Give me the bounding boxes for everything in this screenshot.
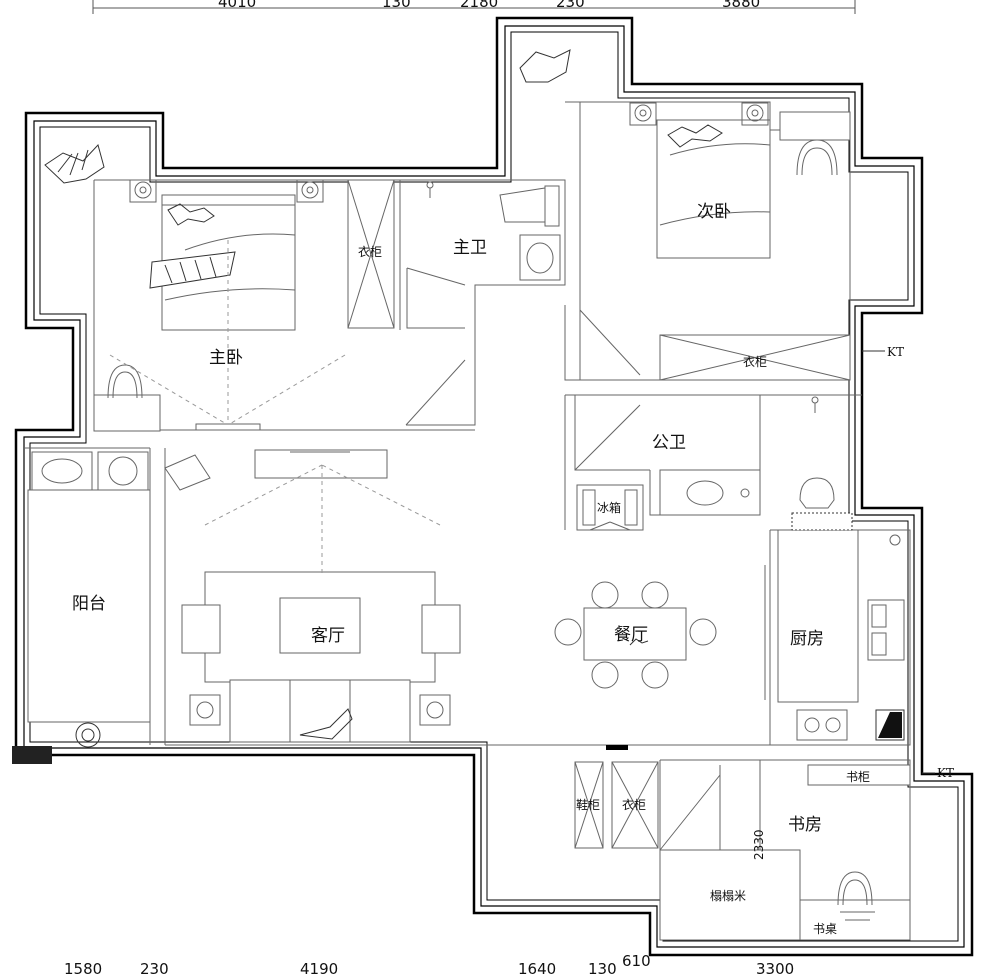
kt-markers: KT KT [862,345,954,780]
label-kitchen: 厨房 [790,629,824,649]
kt-marker-lower: KT [937,766,954,780]
label-public-bath: 公卫 [652,433,686,453]
dim-top-130: 130 [382,0,411,11]
top-dimension-line: 4010 130 2180 230 3880 [92,0,856,14]
label-fridge: 冰箱 [597,500,621,515]
second-bedroom-furniture [519,49,851,381]
living-set [164,449,461,743]
public-bath-fixtures [659,396,853,531]
room-labels: 主卧 主卫 次卧 公卫 阳台 客厅 餐厅 厨房 书房 [72,202,824,835]
tatami-platform [659,849,801,941]
kt-marker-upper: KT [887,345,904,359]
dim-top-230: 230 [556,0,585,11]
label-desk: 书桌 [813,922,837,936]
label-second-bedroom: 次卧 [697,202,731,222]
dim-top-4010: 4010 [218,0,256,11]
interior-walls [25,101,911,941]
label-second-wardrobe: 衣柜 [743,354,767,369]
balcony-fixtures [31,144,149,748]
dim-top-3880: 3880 [722,0,760,11]
label-master-bath: 主卫 [453,238,487,258]
label-tatami: 榻榻米 [710,889,746,903]
master-ceiling-lines [109,240,346,431]
entry-door-mark [606,745,628,750]
dim-bottom-1580: 1580 [64,960,102,974]
label-entry-wardrobe: 衣柜 [622,797,646,812]
dim-bottom-1640: 1640 [518,960,556,974]
label-shoe-cabinet: 鞋柜 [576,797,600,812]
bottom-dimension-line: 1580 230 4190 1640 130 610 3300 [64,952,794,974]
bookcase [807,764,911,786]
label-master-bedroom: 主卧 [209,348,243,368]
label-balcony: 阳台 [72,594,106,614]
fridge [576,484,644,531]
master-bed [129,179,324,331]
master-bath-fixtures [426,181,561,281]
label-dining-room: 餐厅 [614,625,648,645]
label-living-room: 客厅 [311,626,345,646]
balcony-floor [27,489,151,723]
fixture-labels: 衣柜 衣柜 冰箱 鞋柜 衣柜 书柜 榻榻米 书桌 2330 [358,244,870,936]
dim-bottom-4190: 4190 [300,960,338,974]
dim-bottom-230: 230 [140,960,169,974]
study-chair [837,871,875,921]
dim-bottom-3300: 3300 [756,960,794,974]
kitchen-island [777,529,859,703]
label-study: 书房 [788,815,822,835]
label-bookcase: 书柜 [846,770,870,784]
second-bed [629,102,771,259]
label-master-wardrobe: 衣柜 [358,244,382,259]
dining-set [554,581,717,689]
dim-bottom-610: 610 [622,952,651,970]
dim-top-2180: 2180 [460,0,498,11]
master-vanity [93,364,161,432]
wall-column [12,746,52,764]
label-study-height: 2330 [752,829,766,860]
kitchen-fixtures [796,534,905,741]
dim-bottom-130: 130 [588,960,617,974]
